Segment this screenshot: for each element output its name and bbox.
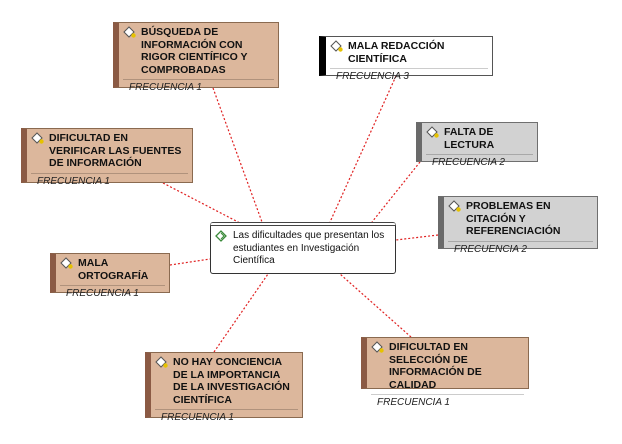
node-title: FALTA DE LECTURA [444,126,495,151]
link-redaccion [329,75,397,223]
center-node[interactable]: Las dificultades que presentan los estud… [210,222,396,274]
center-text: Las dificultades que presentan los estud… [233,230,385,266]
node-title: DIFICULTAD EN SELECCIÓN DE INFORMACIÓN D… [389,341,482,391]
node-conciencia[interactable]: NO HAY CONCIENCIA DE LA IMPORTANCIA DE L… [145,352,303,423]
node-citacion[interactable]: PROBLEMAS EN CITACIÓN Y REFERENCIACIÓN F… [438,196,598,255]
node-title: BÚSQUEDA DE INFORMACIÓN CON RIGOR CIENTÍ… [141,26,248,76]
link-verificar [162,182,241,224]
link-seleccion [339,273,412,338]
code-icon [330,40,343,52]
node-frequency: FRECUENCIA 2 [448,240,593,258]
code-icon [371,341,384,353]
node-title: MALA ORTOGRAFÍA [78,257,149,282]
node-frequency: FRECUENCIA 1 [123,79,274,96]
quotation-icon [215,230,227,242]
link-ortografia [169,258,211,266]
node-frequency: FRECUENCIA 1 [155,409,298,426]
code-icon [60,257,73,269]
code-icon [31,132,44,144]
code-icon [155,356,168,368]
node-title: MALA REDACCIÓN CIENTÍFICA [348,40,445,65]
node-verificar[interactable]: DIFICULTAD EN VERIFICAR LAS FUENTES DE I… [21,128,193,187]
node-title: DIFICULTAD EN VERIFICAR LAS FUENTES DE I… [49,132,182,169]
link-lectura [371,161,421,223]
link-busqueda [212,87,263,223]
node-seleccion[interactable]: DIFICULTAD EN SELECCIÓN DE INFORMACIÓN D… [361,337,529,408]
node-busqueda[interactable]: BÚSQUEDA DE INFORMACIÓN CON RIGOR CIENTÍ… [113,22,279,93]
node-frequency: FRECUENCIA 1 [371,394,524,411]
node-frequency: FRECUENCIA 1 [31,172,188,190]
link-conciencia [213,273,269,353]
node-frequency: FRECUENCIA 1 [60,285,165,302]
node-redaccion[interactable]: MALA REDACCIÓN CIENTÍFICA FRECUENCIA 3 [319,36,493,82]
node-frequency: FRECUENCIA 2 [426,154,533,171]
node-frequency: FRECUENCIA 3 [330,68,488,85]
node-title: NO HAY CONCIENCIA DE LA IMPORTANCIA DE L… [173,356,290,406]
node-lectura[interactable]: FALTA DE LECTURA FRECUENCIA 2 [416,122,538,168]
node-ortografia[interactable]: MALA ORTOGRAFÍA FRECUENCIA 1 [50,253,170,299]
link-citacion [395,234,439,241]
node-title: PROBLEMAS EN CITACIÓN Y REFERENCIACIÓN [466,200,561,237]
code-icon [123,26,136,38]
code-icon [448,200,461,212]
code-icon [426,126,439,138]
